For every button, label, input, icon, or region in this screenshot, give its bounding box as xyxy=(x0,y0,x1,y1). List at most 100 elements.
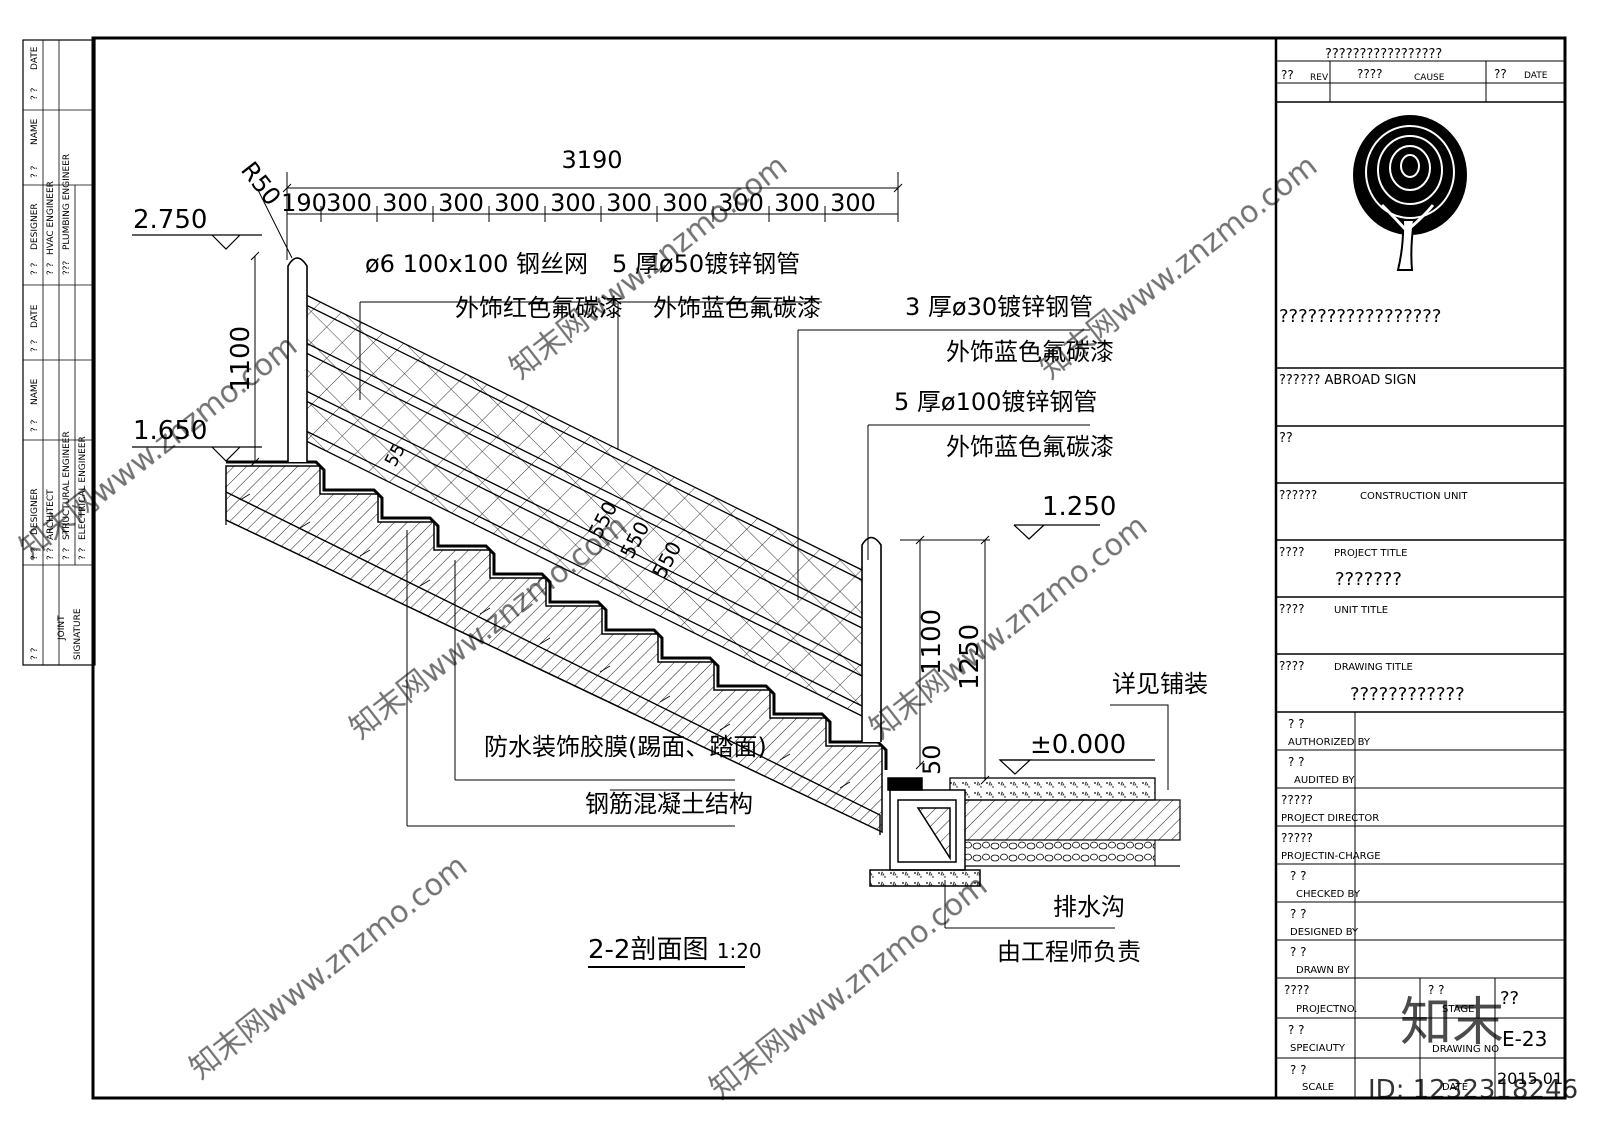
tb-rev: REV xyxy=(1310,73,1329,83)
tb-audited: AUDITED BY xyxy=(1294,775,1355,786)
tb-drawn-cn: ? ? xyxy=(1290,945,1307,959)
leaders xyxy=(359,301,1169,929)
callout-waterproof: 防水装饰胶膜(踢面、踏面) xyxy=(484,733,767,761)
dim-height-right-1: 1100 xyxy=(917,609,947,675)
tb-scale-cn: ? ? xyxy=(1290,1063,1307,1077)
strip-label: JOINT xyxy=(57,615,67,641)
tb-specialty: SPECIAUTY xyxy=(1290,1043,1346,1054)
strip-label: ? ? xyxy=(78,547,88,560)
strip-label: ? ? xyxy=(30,87,40,100)
left-strip-text: ? ? DATE ? ? NAME ? ? HVAC ENGINEER ??? … xyxy=(30,46,88,660)
callout-paving: 详见铺装 xyxy=(1112,670,1208,698)
strip-label: ? ? xyxy=(30,547,40,560)
dimension-chain xyxy=(282,172,903,260)
tb-specialty-cn: ? ? xyxy=(1288,1023,1305,1037)
strip-label: ARCHITECT xyxy=(46,489,56,540)
callout-pipe50-1: 5 厚ø50镀锌钢管 xyxy=(612,250,800,278)
radius-leader xyxy=(257,189,293,259)
strip-label: ? ? xyxy=(30,339,40,352)
title-block xyxy=(1274,38,1565,1098)
callout-pipe100-2: 外饰蓝色氟碳漆 xyxy=(946,433,1114,461)
callout-pipe30-2: 外饰蓝色氟碳漆 xyxy=(946,338,1114,366)
strip-label: DATE xyxy=(30,304,40,328)
section-title: 2-2剖面图 1:20 xyxy=(588,935,762,965)
tb-authorized: AUTHORIZED BY xyxy=(1288,737,1371,748)
tb-date2-value: 2015.01 xyxy=(1497,1069,1563,1088)
callout-pipe30-1: 3 厚ø30镀锌钢管 xyxy=(905,293,1093,321)
strip-label: ? ? xyxy=(30,647,40,660)
tb-director-cn: ????? xyxy=(1281,793,1313,807)
tb-cause-cn: ???? xyxy=(1357,67,1382,81)
tb-misc: ?? xyxy=(1279,431,1293,446)
tb-scale: SCALE xyxy=(1302,1082,1334,1093)
strip-label: ??? xyxy=(62,260,72,275)
strip-label: SIGNATURE xyxy=(73,608,83,660)
watermark-url: 知末网www.znzmo.com xyxy=(703,868,994,1106)
tb-drawing-cn: ???? xyxy=(1279,659,1304,673)
dim-segments: 190 300 300 300 300 300 300 300 300 300 … xyxy=(281,189,876,217)
tb-incharge-cn: ????? xyxy=(1281,831,1313,845)
strip-label: ? ? xyxy=(46,547,56,560)
dim-segment: 300 xyxy=(438,189,484,217)
tb-header: ????????????????? xyxy=(1325,47,1442,62)
watermark-brand: 知末 xyxy=(1400,993,1504,1053)
tb-incharge: PROJECTIN-CHARGE xyxy=(1281,851,1381,862)
strip-label: NAME xyxy=(30,118,40,145)
tb-audited-cn: ? ? xyxy=(1288,755,1305,769)
strip-label: PLUMBING ENGINEER xyxy=(62,154,72,250)
tb-date-cn: ?? xyxy=(1494,67,1507,81)
watermark-id: ID: 1232318246 xyxy=(1368,1075,1578,1105)
tree-logo-icon xyxy=(1353,115,1467,271)
tb-projectno: PROJECTNO. xyxy=(1296,1004,1357,1015)
elev-right: 1.250 xyxy=(1042,492,1116,522)
tb-project-value: ??????? xyxy=(1335,569,1402,590)
dim-segment: 300 xyxy=(662,189,708,217)
tb-company: ????????????????? xyxy=(1279,306,1441,327)
post-right xyxy=(861,536,882,742)
callout-pipe50-2: 外饰蓝色氟碳漆 xyxy=(653,294,821,322)
callout-mesh-2: 外饰红色氟碳漆 xyxy=(455,294,623,322)
title-block-text: ????????????????? ?? REV ???? CAUSE ?? D… xyxy=(1279,47,1563,1093)
paving-gravel xyxy=(964,839,1156,867)
soil-ticks xyxy=(239,493,851,789)
watermark-url: 知末网www.znzmo.com xyxy=(1033,148,1324,386)
dim-segment: 300 xyxy=(494,189,540,217)
tb-designed: DESIGNED BY xyxy=(1290,927,1359,938)
tb-abroad-sign: ?????? ABROAD SIGN xyxy=(1279,373,1416,388)
dim-height-right-2: 1250 xyxy=(955,624,985,690)
strip-label: DATE xyxy=(30,46,40,70)
tb-cause: CAUSE xyxy=(1414,73,1445,83)
strip-label: ? ? xyxy=(46,262,56,275)
dim-segment: 300 xyxy=(382,189,428,217)
strip-label: STRUCTURAL ENGINEER xyxy=(62,431,72,540)
tb-project-cn: ???? xyxy=(1279,545,1304,559)
tb-stage-cn: ? ? xyxy=(1428,983,1445,997)
tb-date2: DATE xyxy=(1442,1082,1468,1093)
strip-label: ? ? xyxy=(30,419,40,432)
tb-date: DATE xyxy=(1524,71,1548,81)
dim-segment: 300 xyxy=(774,189,820,217)
strip-label: HVAC ENGINEER xyxy=(46,181,56,255)
dim-segment: 300 xyxy=(830,189,876,217)
tb-checked-cn: ? ? xyxy=(1290,869,1307,883)
tb-projectno-cn: ???? xyxy=(1284,983,1309,997)
left-strip xyxy=(23,40,95,665)
soil-line xyxy=(225,491,881,835)
elev-ground: ±0.000 xyxy=(1030,730,1126,760)
post-left xyxy=(287,257,308,462)
tb-drawingno: DRAWING NO xyxy=(1432,1044,1499,1055)
railing-mesh xyxy=(300,292,862,715)
tb-drawing: DRAWING TITLE xyxy=(1334,662,1413,673)
callouts: ø6 100x100 钢丝网 外饰红色氟碳漆 5 厚ø50镀锌钢管 外饰蓝色氟碳… xyxy=(365,250,1208,966)
paving-top xyxy=(949,777,1156,801)
tb-drawingno-value: E-23 xyxy=(1502,1027,1547,1051)
tb-rev-no: ?? xyxy=(1281,68,1294,82)
sheet-border xyxy=(91,36,1567,1100)
tb-construction-cn: ?????? xyxy=(1279,488,1317,502)
strip-label: NAME xyxy=(30,378,40,405)
callout-concrete: 钢筋混凝土结构 xyxy=(585,790,753,818)
dim-segment: 300 xyxy=(606,189,652,217)
dim-segment: 300 xyxy=(718,189,764,217)
strip-label: ? ? xyxy=(30,165,40,178)
